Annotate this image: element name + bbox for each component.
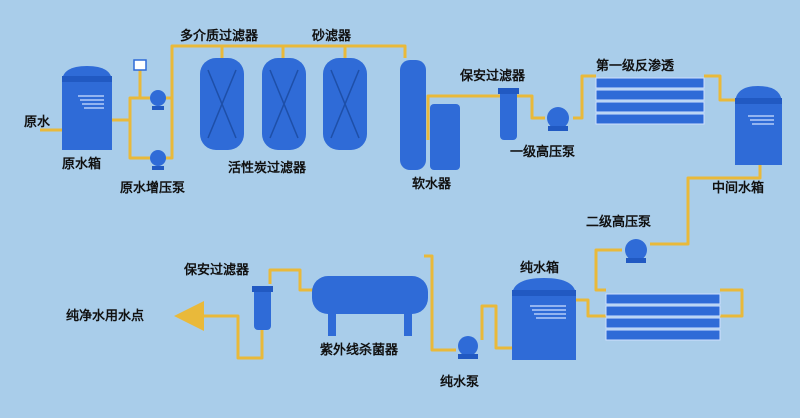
pipe-tank-pump2nd [650, 165, 762, 246]
security-filter-2-icon [252, 286, 273, 330]
first-stage-ro-icon [595, 77, 705, 125]
pipe-ro2-puretank [576, 298, 606, 318]
pipe-filter-pump [517, 94, 545, 120]
label-uv-sterilizer: 紫外线杀菌器 [320, 342, 399, 358]
label-pure-water-pump: 纯水泵 [440, 374, 479, 390]
pure-water-tank-icon [512, 278, 576, 360]
pipe-ro1-tank [704, 74, 735, 102]
pipe-softener-filter [426, 94, 500, 140]
label-multimedia-filter: 多介质过滤器 [180, 28, 259, 44]
pipe-pump-ro1 [573, 74, 596, 120]
label-first-stage-ro: 第一级反渗透 [596, 58, 674, 74]
label-use-point: 纯净水用水点 [66, 308, 144, 324]
pipe-pump2nd-ro2 [594, 248, 622, 292]
labels: 原水 原水箱 原水增压泵 多介质过滤器 砂滤器 活性炭过滤器 软水器 保安过滤器… [24, 28, 764, 390]
pipe-ro2-loop [720, 288, 744, 318]
label-first-high-pressure-pump: 一级高压泵 [510, 144, 575, 160]
pipe-to-use-point [174, 301, 264, 360]
label-second-high-pressure-pump: 二级高压泵 [586, 214, 651, 230]
label-sand-filter: 砂滤器 [311, 28, 352, 44]
softener-icon [400, 60, 460, 170]
pipe-top-header [172, 44, 407, 58]
label-security-filter-1: 保安过滤器 [459, 68, 526, 84]
raw-water-pump-2-icon [150, 150, 166, 170]
intermediate-tank-icon [735, 86, 782, 165]
pressure-gauge-icon [133, 59, 147, 71]
raw-water-pump-1-icon [150, 90, 166, 110]
uv-sterilizer-icon [312, 276, 428, 336]
label-raw-water: 原水 [24, 114, 51, 130]
pipe-uv-filter2 [268, 268, 320, 292]
pipe-pump1-header [165, 44, 180, 100]
raw-water-tank-icon [62, 66, 112, 150]
pipe-pump-uv [424, 254, 456, 352]
label-security-filter-2: 保安过滤器 [183, 262, 250, 278]
label-pure-water-tank: 纯水箱 [520, 260, 559, 276]
pipe-tank-pump2 [128, 120, 150, 160]
pipes [40, 44, 762, 360]
multimedia-filter-icon [200, 58, 244, 150]
second-stage-ro-icon [605, 293, 721, 341]
second-high-pressure-pump-icon [625, 239, 647, 263]
security-filter-1-icon [498, 88, 519, 140]
pipe-tank-pump1 [112, 96, 150, 122]
pipe-pump2-header [165, 98, 174, 160]
label-raw-water-pump: 原水增压泵 [120, 180, 185, 196]
first-high-pressure-pump-icon [547, 107, 569, 131]
label-intermediate-tank: 中间水箱 [712, 180, 764, 196]
pure-water-pump-icon [458, 336, 478, 359]
label-raw-water-tank: 原水箱 [62, 156, 101, 172]
label-activated-carbon-filter: 活性炭过滤器 [228, 160, 307, 176]
label-softener: 软水器 [412, 176, 452, 192]
pipe-tank-purepump [480, 304, 512, 350]
activated-carbon-filter-icon [262, 58, 306, 150]
sand-filter-icon [323, 58, 367, 150]
